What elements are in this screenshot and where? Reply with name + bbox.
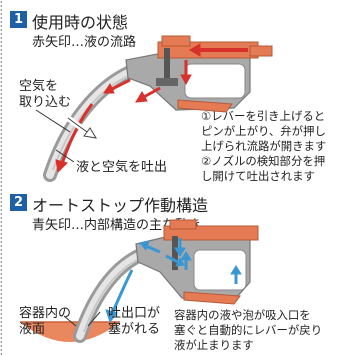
section2-blocked-label-line2: 塞がれる [108, 322, 161, 337]
section2-lever-window [193, 249, 247, 291]
section2-note-line: 液が止まります [174, 338, 254, 352]
section2-lever [183, 291, 241, 305]
section2-number-badge: 2 [10, 194, 27, 211]
section2-surface-label-line2: 液面 [19, 322, 46, 337]
section2-liquid-surface [20, 322, 120, 342]
section1-number-badge: 1 [10, 11, 27, 28]
section2-surface-label-line1: 容器内の [19, 306, 72, 321]
section2-note-line: 塞ぐと自動的にレバーが戻り [174, 323, 323, 337]
section2-blocked-label-line1: 吐出口が [108, 306, 161, 321]
section1-air-label-line1: 空気を [19, 79, 59, 94]
section1-note-line: ピンが上がり、弁が押し [201, 124, 326, 138]
section1-valve-pin [164, 48, 170, 84]
section2-motion-arrows [105, 238, 242, 324]
section1-title: 使用時の状態 [32, 13, 129, 32]
section1-lever [177, 99, 233, 113]
section1-note-line: し開けて吐出されます [201, 169, 315, 183]
section2-title: オートストップ作動構造 [32, 196, 209, 215]
section1-note-line: ②ノズルの検知部分を押 [201, 154, 326, 168]
section2-note: 容器内の液や泡が吸入口を 塞ぐと自動的にレバーが戻り 液が止まります [174, 308, 322, 353]
left-dotted-border [0, 0, 2, 356]
section2-subtitle: 青矢印…内部構造の主な動き [32, 218, 202, 233]
section2-valve-pin [172, 236, 178, 270]
section1-subtitle: 赤矢印…液の流路 [32, 35, 137, 50]
section1-exhaust-label: 液と空気を吐出 [76, 160, 168, 175]
section2-note-line: 容器内の液や泡が吸入口を [174, 308, 311, 322]
section1-flow-arrows [55, 43, 248, 174]
section1-note: ①レバーを引き上げると ピンが上がり、弁が押し 上げられ流路が開きます ②ノズル… [201, 109, 326, 184]
section1-note-line: 上げられ流路が開きます [201, 139, 327, 153]
section1-air-label-line2: 取り込む [19, 95, 72, 110]
section1-note-line: ①レバーを引き上げると [201, 109, 326, 123]
